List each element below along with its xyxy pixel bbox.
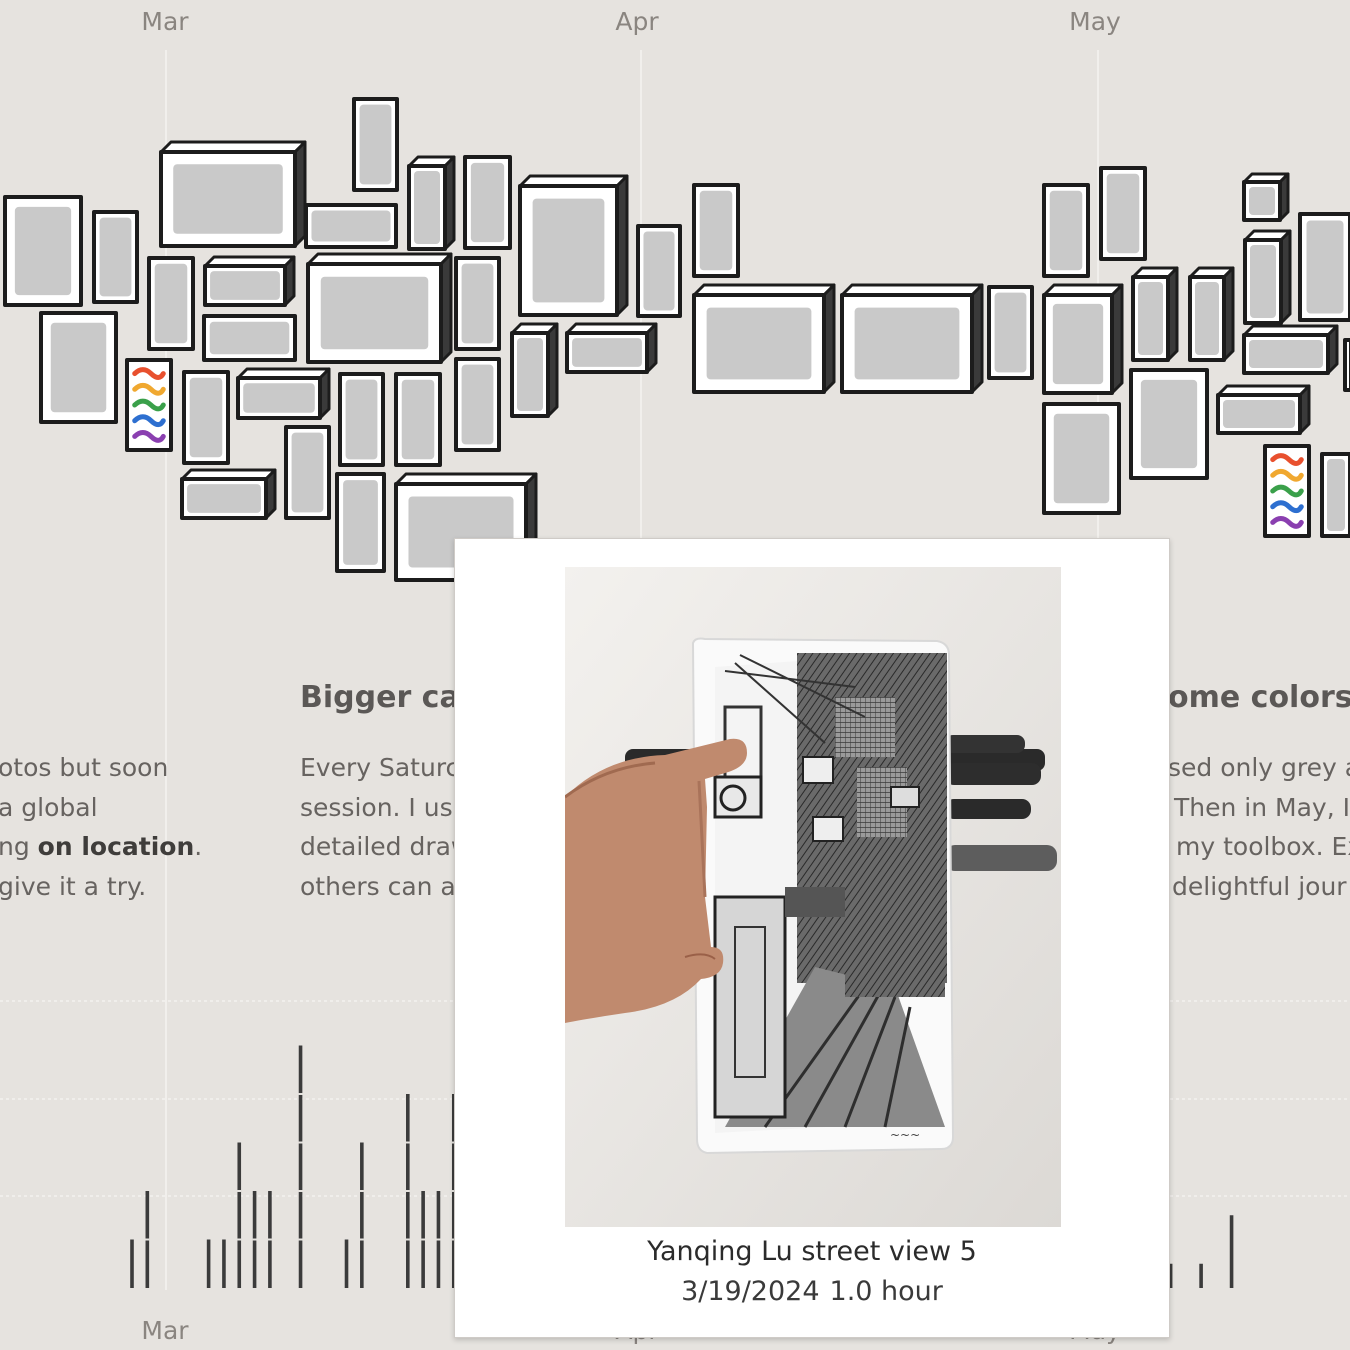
- story-card-on-location[interactable]: otos but soon a global ng on location. g…: [0, 680, 202, 906]
- sketch-thumbnail[interactable]: [1298, 212, 1350, 322]
- sketch-thumbnail[interactable]: [565, 322, 658, 374]
- svg-text:~~~: ~~~: [890, 1128, 920, 1142]
- color-sketch-thumbnail[interactable]: [1263, 444, 1311, 538]
- sketch-thumbnail[interactable]: [463, 155, 512, 250]
- tooltip-sketch-title: Yanqing Lu street view 5: [647, 1236, 977, 1267]
- hours-bar[interactable]: [206, 1239, 211, 1289]
- story-line: ng on location.: [0, 832, 203, 861]
- story-line: my toolbox. Ex: [1176, 832, 1350, 861]
- sketch-thumbnail[interactable]: [352, 97, 399, 192]
- hours-bar[interactable]: [237, 1142, 242, 1289]
- top-month-axis: Mar Apr May: [141, 7, 1121, 36]
- sketch-thumbnail[interactable]: [692, 183, 740, 278]
- hours-bar[interactable]: [1168, 1263, 1173, 1288]
- month-label-mar: Mar: [141, 7, 189, 36]
- sketch-thumbnail[interactable]: [840, 283, 984, 394]
- story-card-bigger-canvas[interactable]: Bigger car Every Saturc session. I use d…: [300, 680, 475, 906]
- tooltip-duration: 1.0 hour: [829, 1276, 943, 1307]
- tooltip-meta: 3/19/2024 1.0 hour: [455, 1276, 1169, 1307]
- sketch-thumbnail[interactable]: [1216, 384, 1311, 435]
- sketch-thumbnail[interactable]: [335, 472, 386, 573]
- story-card-some-colors[interactable]: ome colors › sed only grey a Then in May…: [1168, 680, 1350, 906]
- sketch-thumbnail[interactable]: [510, 322, 559, 418]
- sketch-thumbnail[interactable]: [1343, 338, 1350, 392]
- sketch-thumbnail[interactable]: [518, 174, 629, 317]
- month-label-may: May: [1069, 7, 1121, 36]
- sketch-thumbnail[interactable]: [987, 285, 1034, 380]
- sketch-thumbnail[interactable]: [147, 256, 195, 351]
- sketch-thumbnail[interactable]: [1042, 183, 1090, 278]
- sketch-thumbnail[interactable]: [1242, 172, 1290, 222]
- hours-bar[interactable]: [130, 1239, 134, 1289]
- story-line: detailed draw: [300, 832, 472, 861]
- story-line: delightful jour: [1172, 871, 1347, 901]
- sketch-thumbnail[interactable]: [284, 425, 331, 520]
- sketch-thumbnail[interactable]: [1131, 266, 1179, 362]
- story-title: [0, 680, 202, 718]
- sketch-thumbnail[interactable]: [1099, 166, 1147, 261]
- sketch-thumbnail[interactable]: [159, 140, 307, 248]
- story-line: sed only grey a: [1168, 753, 1350, 782]
- story-title: ome colors ›: [1168, 680, 1350, 715]
- sketch-photo: ~~~: [565, 567, 1061, 1227]
- story-line: give it a try.: [0, 871, 147, 901]
- story-line: session. I use: [300, 792, 469, 822]
- hours-bar[interactable]: [1199, 1263, 1203, 1288]
- sketch-thumbnail[interactable]: [1320, 452, 1350, 538]
- hours-bar[interactable]: [344, 1239, 349, 1289]
- story-line: Then in May, I: [1174, 792, 1350, 822]
- story-line: a global: [0, 792, 98, 822]
- sketch-thumbnail[interactable]: [338, 372, 385, 467]
- sketch-thumbnail[interactable]: [1188, 266, 1235, 362]
- sketch-gallery: [3, 97, 1350, 582]
- hours-bar[interactable]: [222, 1239, 226, 1289]
- hours-bar[interactable]: [298, 1045, 303, 1289]
- story-line: otos but soon: [0, 753, 169, 782]
- sketch-thumbnail[interactable]: [182, 370, 230, 465]
- sketch-thumbnail[interactable]: [1042, 283, 1124, 395]
- bottom-month-label-mar: Mar: [141, 1316, 189, 1345]
- sketch-thumbnail[interactable]: [407, 155, 456, 251]
- sketch-thumbnail[interactable]: [636, 224, 682, 318]
- sketch-thumbnail[interactable]: [1242, 324, 1339, 375]
- sketch-thumbnail[interactable]: [692, 283, 836, 394]
- sketch-thumbnail[interactable]: [306, 252, 453, 364]
- sketch-thumbnail[interactable]: [203, 255, 296, 307]
- sketch-thumbnail[interactable]: [92, 210, 139, 304]
- sketch-tooltip: ~~~ Yanqing Lu street view 5 3/19/2024 1.…: [454, 538, 1170, 1338]
- sketch-thumbnail[interactable]: [394, 372, 442, 467]
- story-line: others can ac: [300, 871, 470, 901]
- sketch-thumbnail[interactable]: [1042, 402, 1121, 515]
- sketch-thumbnail[interactable]: [304, 203, 398, 249]
- story-line: Every Saturc: [300, 753, 460, 782]
- month-label-apr: Apr: [615, 7, 659, 36]
- story-title: Bigger car: [300, 680, 475, 715]
- hours-bar[interactable]: [360, 1142, 364, 1289]
- sketch-thumbnail[interactable]: [1129, 368, 1209, 480]
- sketch-thumbnail[interactable]: [454, 256, 501, 351]
- color-sketch-thumbnail[interactable]: [125, 358, 173, 452]
- sketch-thumbnail[interactable]: [1243, 229, 1292, 325]
- sketch-thumbnail[interactable]: [454, 357, 501, 452]
- sketch-thumbnail[interactable]: [3, 195, 83, 307]
- hours-bar[interactable]: [1229, 1215, 1234, 1288]
- sketch-thumbnail[interactable]: [236, 367, 331, 420]
- sketch-thumbnail[interactable]: [202, 314, 297, 362]
- sketch-thumbnail[interactable]: [180, 468, 277, 520]
- tooltip-date: 3/19/2024: [681, 1276, 820, 1307]
- sketch-thumbnail[interactable]: [39, 311, 118, 424]
